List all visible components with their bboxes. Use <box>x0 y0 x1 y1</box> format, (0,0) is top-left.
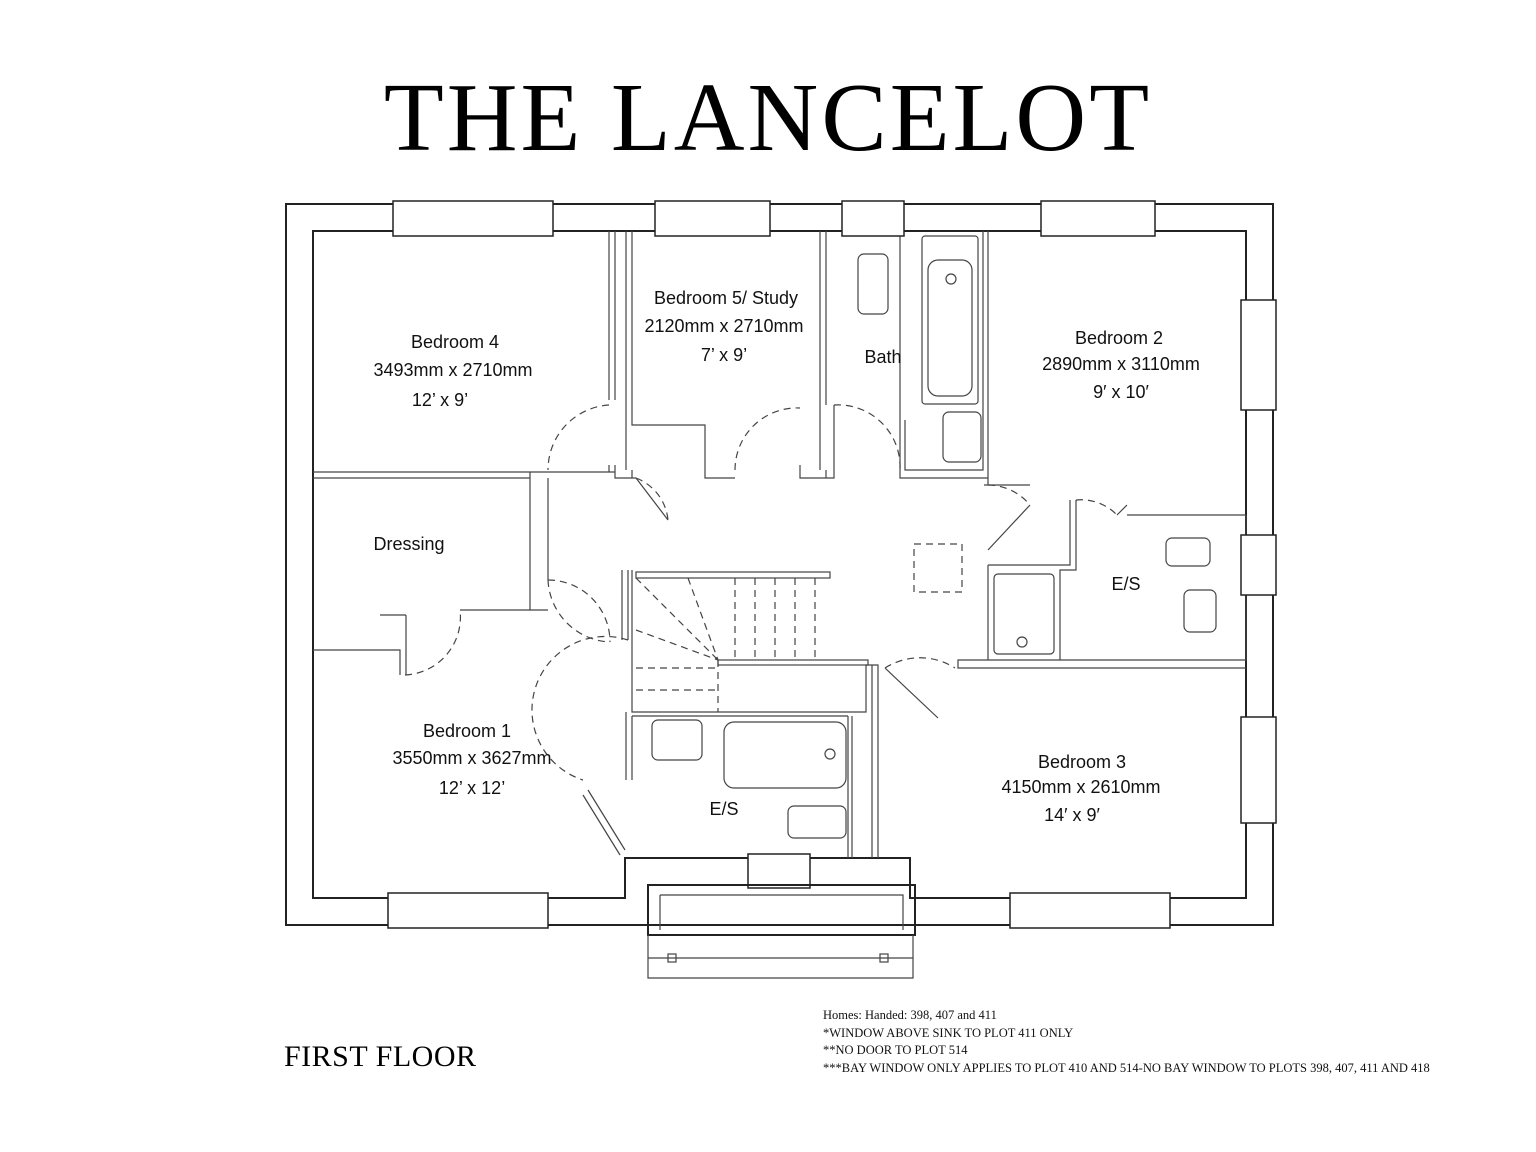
bedroom2-metric: 2890mm x 3110mm <box>1042 354 1200 374</box>
note-line: **NO DOOR TO PLOT 514 <box>823 1043 968 1057</box>
bedroom4-metric: 3493mm x 2710mm <box>373 360 532 380</box>
windows <box>387 200 1277 929</box>
bath-name: Bath <box>864 347 901 367</box>
bedroom2-imperial: 9′ x 10′ <box>1093 382 1149 402</box>
bedroom1-name: Bedroom 1 <box>423 721 511 741</box>
internal-walls <box>313 231 1247 858</box>
plan-notes: Homes: Handed: 398, 407 and 411 *WINDOW … <box>823 1007 1430 1077</box>
floor-label: FIRST FLOOR <box>284 1040 477 1073</box>
bedroom3-name: Bedroom 3 <box>1038 752 1126 772</box>
sanitaryware <box>651 235 1217 839</box>
bedroom4-imperial: 12’ x 9’ <box>412 390 468 410</box>
bedroom4-name: Bedroom 4 <box>411 332 499 352</box>
external-walls <box>285 203 1274 926</box>
bay-window <box>647 884 916 979</box>
bedroom3-imperial: 14′ x 9′ <box>1044 805 1100 825</box>
ensuite-center-name: E/S <box>709 799 738 819</box>
loft-hatch <box>913 543 963 593</box>
door-swings <box>404 404 1118 781</box>
bedroom3-metric: 4150mm x 2610mm <box>1001 777 1160 797</box>
bedroom2-name: Bedroom 2 <box>1075 328 1163 348</box>
ensuite-right-name: E/S <box>1111 574 1140 594</box>
bedroom1-imperial: 12’ x 12’ <box>439 778 505 798</box>
staircase <box>635 571 869 712</box>
dressing-name: Dressing <box>373 534 444 554</box>
bedroom5-name: Bedroom 5/ Study <box>654 288 798 308</box>
note-line: Homes: Handed: 398, 407 and 411 <box>823 1008 997 1022</box>
plan-title: THE LANCELOT <box>383 64 1153 172</box>
bedroom1-metric: 3550mm x 3627mm <box>392 748 551 768</box>
bedroom5-metric: 2120mm x 2710mm <box>644 316 803 336</box>
bedroom5-imperial: 7’ x 9’ <box>701 345 747 365</box>
note-line: ***BAY WINDOW ONLY APPLIES TO PLOT 410 A… <box>823 1060 1430 1075</box>
note-line: *WINDOW ABOVE SINK TO PLOT 411 ONLY <box>823 1025 1074 1040</box>
